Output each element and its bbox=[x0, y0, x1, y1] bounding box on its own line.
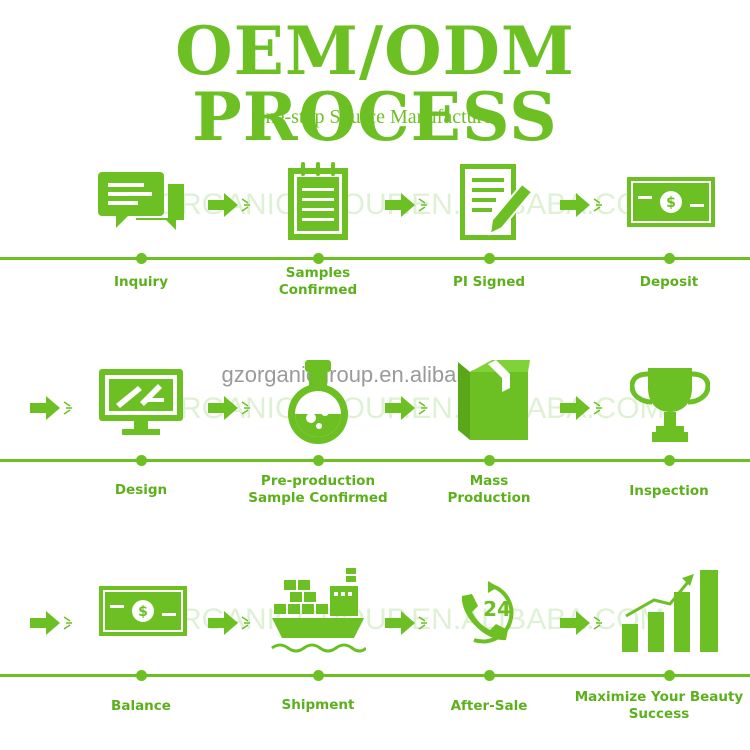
trophy-icon bbox=[630, 368, 710, 442]
dollar-sign: $ bbox=[666, 195, 676, 211]
timeline-dot bbox=[136, 455, 147, 466]
box-icon bbox=[458, 360, 530, 440]
step-label-pi-signed: PI Signed bbox=[452, 274, 526, 290]
timeline-dot bbox=[136, 253, 147, 264]
step-label-samples-confirmed: Samples Confirmed bbox=[278, 265, 358, 298]
page-subtitle: One-stop Source Manufacturer bbox=[251, 106, 499, 128]
arrow-icon bbox=[385, 396, 427, 420]
step-label-mass-production: Mass Production bbox=[447, 473, 531, 506]
timeline-row-2 bbox=[0, 459, 750, 462]
timeline-dot bbox=[664, 670, 675, 681]
banknote-icon: $ bbox=[627, 177, 715, 227]
flask-icon bbox=[288, 360, 348, 444]
arrow-icon bbox=[208, 396, 250, 420]
timeline-row-3 bbox=[0, 674, 750, 677]
arrow-icon bbox=[30, 396, 72, 420]
step-label-balance: Balance bbox=[111, 698, 171, 714]
step-label-shipment: Shipment bbox=[281, 697, 355, 713]
document-signing-icon bbox=[460, 164, 534, 240]
arrow-icon bbox=[560, 193, 602, 217]
arrow-icon bbox=[208, 193, 250, 217]
growth-chart-icon bbox=[622, 570, 718, 652]
arrow-icon bbox=[560, 611, 602, 635]
page-title: OEM/ODM PROCESS bbox=[175, 12, 575, 156]
chat-bubbles-icon bbox=[98, 172, 184, 230]
timeline-dot bbox=[313, 253, 324, 264]
timeline-dot bbox=[484, 670, 495, 681]
arrow-icon bbox=[385, 611, 427, 635]
step-label-pre-production: Pre-production Sample Confirmed bbox=[248, 473, 388, 506]
cargo-ship-icon bbox=[271, 568, 366, 653]
arrow-icon bbox=[560, 396, 602, 420]
timeline-dot bbox=[484, 253, 495, 264]
arrow-icon bbox=[385, 193, 427, 217]
clipboard-icon bbox=[288, 162, 348, 240]
timeline-dot bbox=[313, 455, 324, 466]
step-label-inquiry: Inquiry bbox=[114, 274, 168, 290]
step-label-after-sale: After-Sale bbox=[450, 698, 528, 714]
step-label-deposit: Deposit bbox=[639, 274, 699, 290]
arrow-icon bbox=[30, 611, 72, 635]
timeline-dot bbox=[484, 455, 495, 466]
timeline-dot bbox=[664, 455, 675, 466]
timeline-dot bbox=[136, 670, 147, 681]
hours-text: 24 bbox=[483, 597, 511, 621]
timeline-row-1 bbox=[0, 257, 750, 260]
monitor-design-icon bbox=[99, 369, 183, 435]
phone-24-icon: 24 bbox=[461, 581, 514, 644]
arrow-icon bbox=[208, 611, 250, 635]
step-label-design: Design bbox=[114, 482, 168, 498]
step-label-inspection: Inspection bbox=[629, 483, 709, 499]
timeline-dot bbox=[664, 253, 675, 264]
dollar-sign: $ bbox=[138, 604, 148, 620]
step-label-maximize: Maximize Your Beauty Success bbox=[574, 689, 744, 722]
timeline-dot bbox=[313, 670, 324, 681]
banknote-icon: $ bbox=[99, 586, 187, 636]
